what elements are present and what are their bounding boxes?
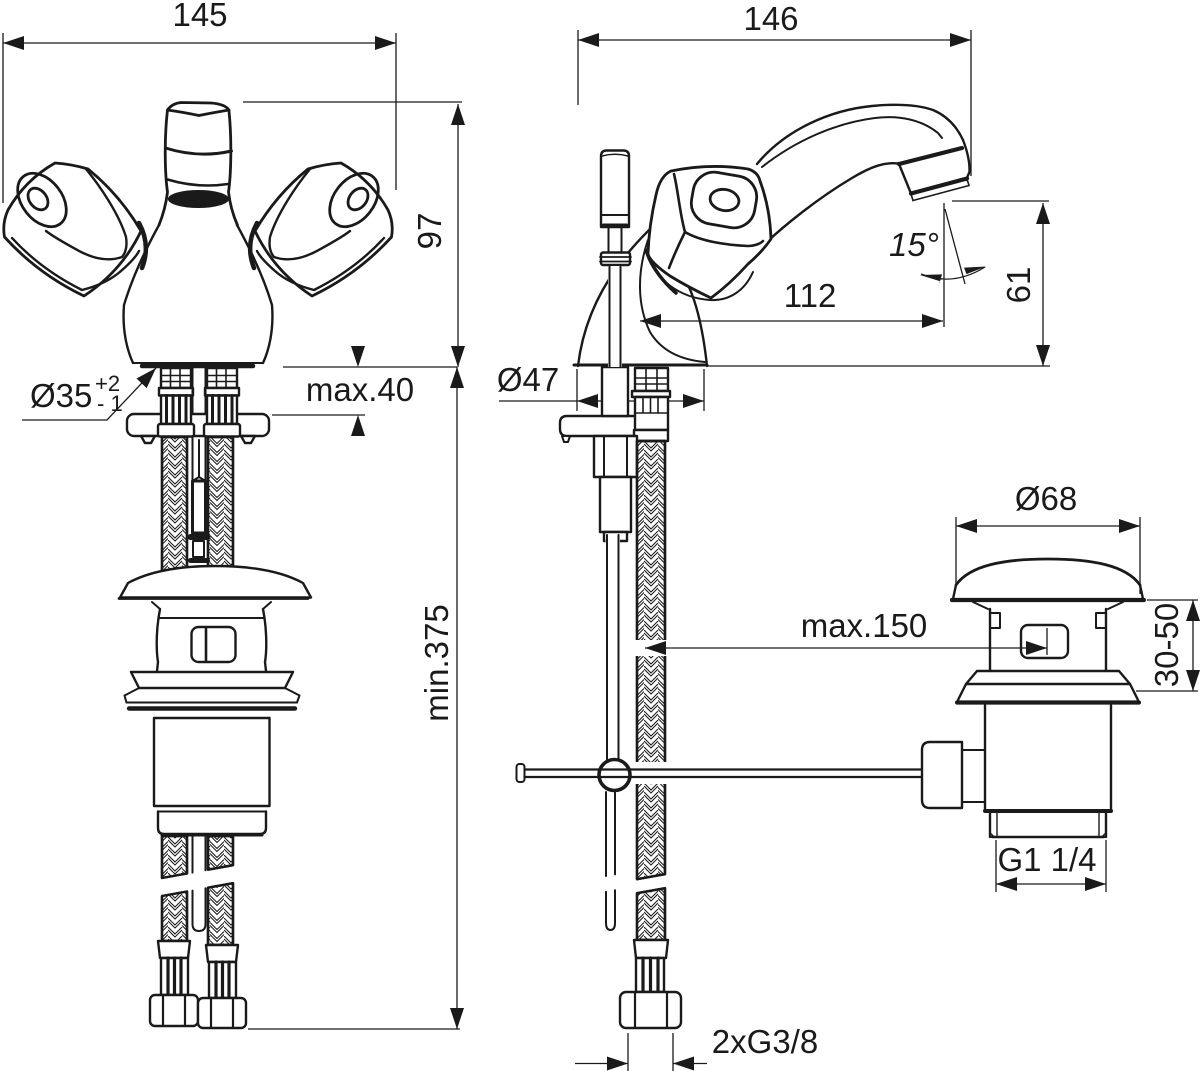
svg-text:min.375: min.375: [418, 604, 455, 721]
svg-text:Ø35: Ø35: [30, 377, 92, 414]
svg-text:max.150: max.150: [801, 607, 928, 644]
svg-text:61: 61: [1000, 267, 1037, 304]
svg-text:G1 1/4: G1 1/4: [997, 841, 1096, 878]
svg-text:2xG3/8: 2xG3/8: [712, 1023, 818, 1060]
svg-text:30-50: 30-50: [1148, 603, 1185, 687]
svg-text:97: 97: [411, 213, 448, 250]
svg-text:15°: 15°: [889, 226, 939, 263]
svg-text:+2: +2: [95, 371, 120, 396]
svg-text:Ø47: Ø47: [497, 361, 559, 398]
svg-text:112: 112: [784, 277, 837, 314]
svg-text:Ø68: Ø68: [1015, 480, 1077, 517]
svg-text:146: 146: [743, 0, 798, 37]
svg-text:145: 145: [172, 0, 227, 33]
svg-text:- 1: - 1: [97, 391, 123, 416]
svg-text:max.40: max.40: [306, 371, 414, 408]
